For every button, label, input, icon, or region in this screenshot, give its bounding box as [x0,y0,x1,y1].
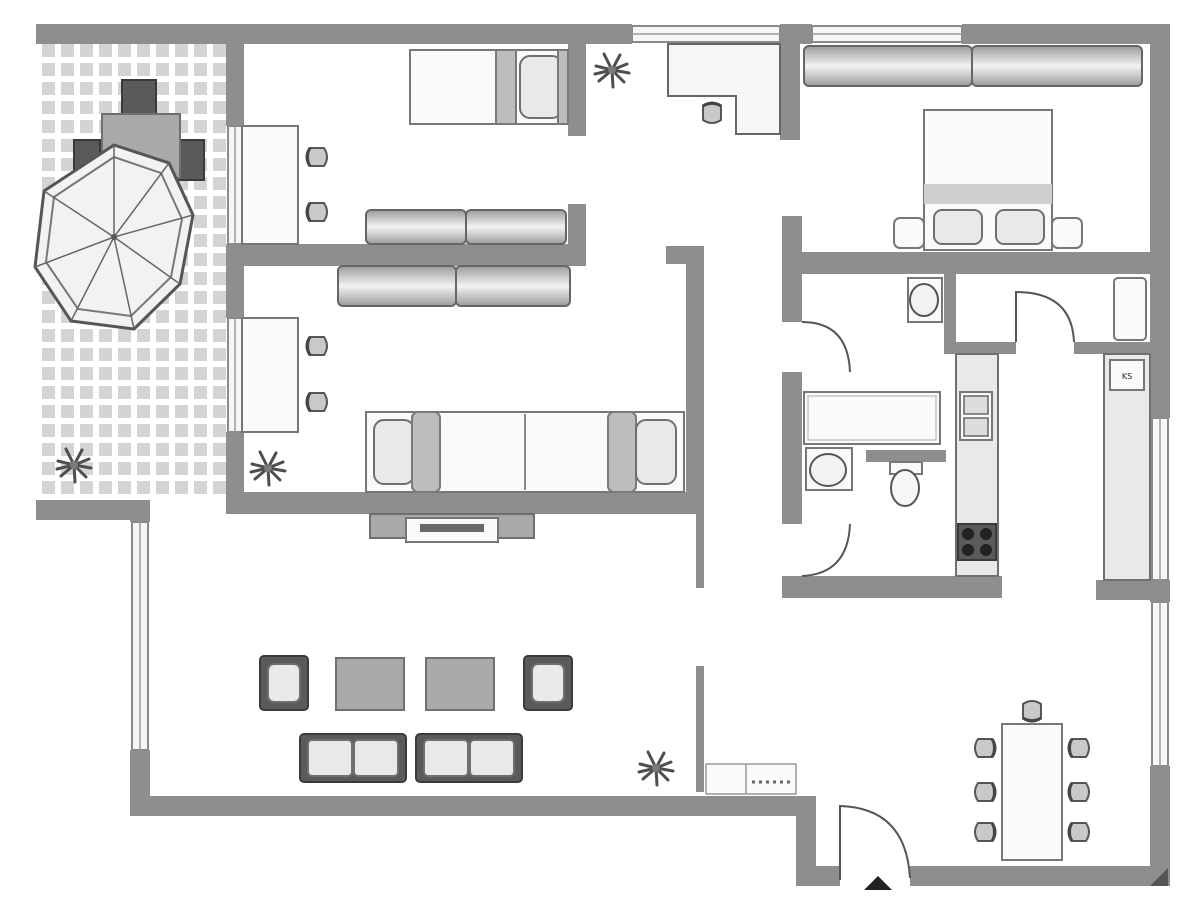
kitchen-counter [955,353,999,577]
window-left-bedroom2 [227,317,243,433]
dining-chair-icon [973,781,997,803]
sofa-bed [409,49,569,125]
bedroom-1 [241,49,569,245]
umbrella-icon [33,143,195,331]
tv-stand [369,513,535,543]
dining-area [973,699,1091,861]
desk-chair-icon [305,391,329,413]
entrance [839,804,1168,890]
dining-chair-icon [1021,699,1043,723]
living-room [259,655,797,795]
dining-chair-icon [973,737,997,759]
desk-chair-icon [305,335,329,357]
dining-chair-icon [1067,737,1091,759]
office-chair-icon [701,101,723,125]
windows [131,25,1169,767]
bathtub [803,391,941,445]
corner-marker-icon [1150,868,1168,886]
sofa-left [299,733,407,783]
office [593,43,781,135]
armchair-left [259,655,309,711]
balcony [33,42,226,500]
wardrobe-2 [337,265,571,307]
bathroom-door [801,321,851,373]
desk-chair-icon [305,201,329,223]
dining-table [1001,723,1063,861]
wc-door [801,523,851,577]
entrance-door [839,804,911,880]
armchair-right [523,655,573,711]
hall-cabinet [1113,277,1147,341]
window-top-1 [631,25,781,43]
bedroom-2 [241,265,685,493]
kitchen: KS [955,277,1151,581]
walls [36,24,1170,886]
stairs-step [705,763,797,795]
desk-2 [241,317,329,433]
fridge-label: KS [1122,372,1132,381]
toilet [889,461,923,507]
desk-chair-icon [305,146,329,168]
sink-bottom [805,447,853,491]
desk-1 [241,125,329,245]
hall-door [1015,290,1075,343]
dining-chair-icon [973,821,997,843]
window-right-kitchen [1151,417,1169,581]
window-right-dining [1151,601,1169,767]
office-plant-icon [593,52,631,89]
dining-chair-icon [1067,821,1091,843]
fridge-counter: KS [1103,353,1151,581]
window-left-living [131,521,149,751]
sink-top [907,277,943,323]
stove [957,523,997,561]
bedroom-plant-icon [249,450,287,487]
bathroom [801,277,943,577]
entrance-arrow-icon [864,876,892,890]
ottoman-left [335,657,405,711]
dining-chair-icon [1067,781,1091,803]
window-left-bedroom1 [227,125,243,245]
sofa-bed-2 [365,411,685,493]
ottoman-right [425,657,495,711]
double-bed [893,109,1083,251]
sofa-right [415,733,523,783]
window-top-2 [811,25,963,43]
wardrobe-1 [365,209,567,245]
wardrobe-master [803,45,1143,87]
living-plant-icon [637,750,675,787]
master-bedroom [803,45,1143,251]
